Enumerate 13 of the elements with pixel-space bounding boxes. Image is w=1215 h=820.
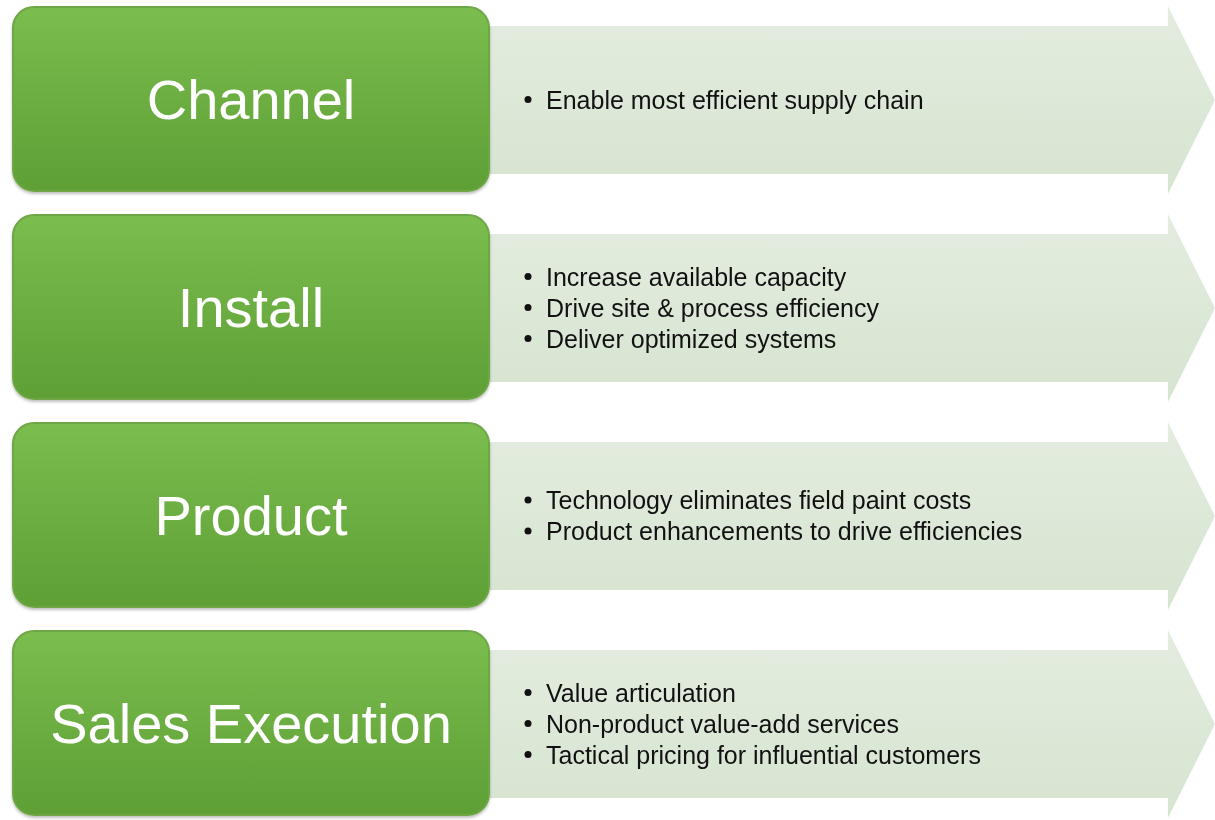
bullet-text: Non-product value-add services <box>546 709 899 738</box>
bullet-text: Tactical pricing for influential customers <box>546 740 981 769</box>
bullet-text: Drive site & process efficiency <box>546 293 879 322</box>
bullet-text: Product enhancements to drive efficiencies <box>546 517 1023 545</box>
category-box: Channel <box>12 6 490 192</box>
category-box: Product <box>12 422 490 608</box>
bullet-text: Technology eliminates field paint costs <box>546 486 972 514</box>
bullet-text: Deliver optimized systems <box>546 324 837 353</box>
bullet-text: Enable most efficient supply chain <box>546 85 924 114</box>
bullet-text: Increase available capacity <box>546 262 847 291</box>
category-box: Install <box>12 214 490 400</box>
category-box: Sales Execution <box>12 630 490 816</box>
bullet-text: Value articulation <box>546 678 736 707</box>
